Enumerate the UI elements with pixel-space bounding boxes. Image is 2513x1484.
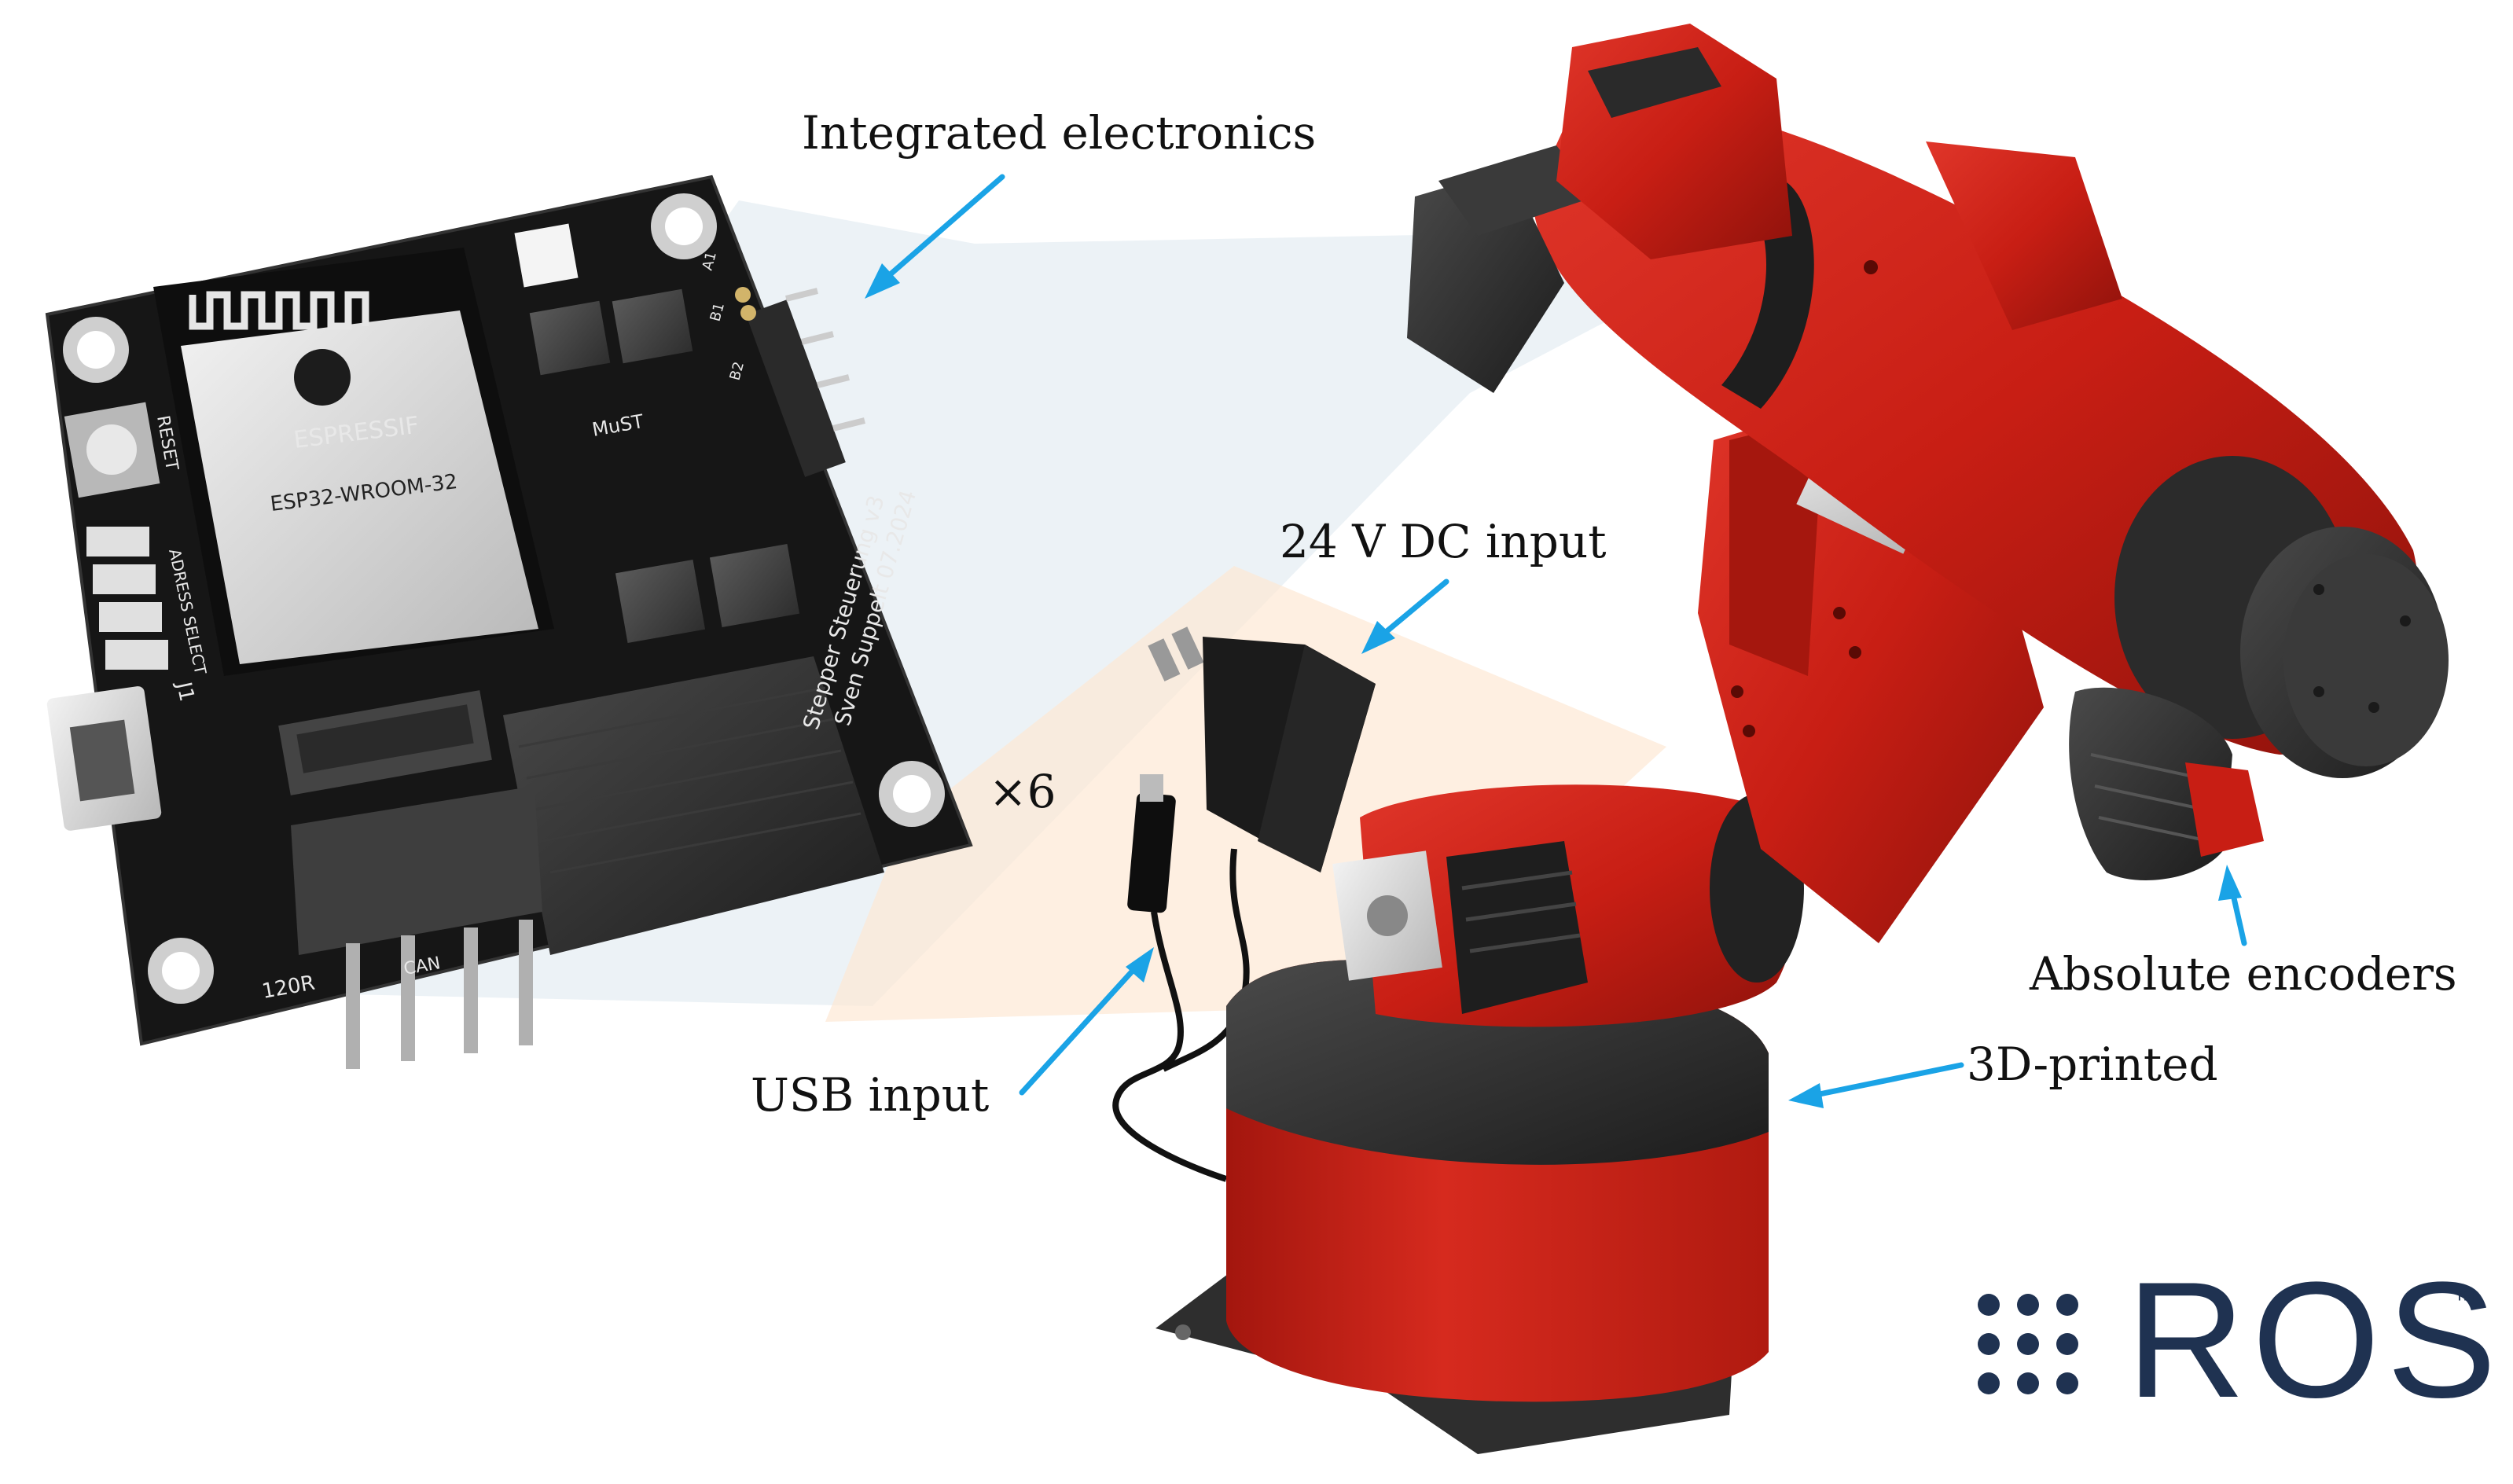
arrow-usb-input bbox=[1019, 960, 1143, 1096]
label-3d-printed: 3D-printed bbox=[1967, 1038, 2218, 1091]
ros-logo-text: ROS bbox=[2126, 1247, 2504, 1432]
callout-arrows bbox=[865, 174, 2247, 1108]
address-select-pads bbox=[86, 527, 168, 670]
can-connector bbox=[291, 786, 542, 1069]
label-multiplier: ×6 bbox=[989, 765, 1056, 818]
ros-logo-dots bbox=[1978, 1294, 2078, 1394]
arrow-3d-printed bbox=[1805, 1062, 1964, 1100]
driver-chip bbox=[612, 288, 693, 364]
driver-chip bbox=[615, 560, 706, 643]
usb-cable bbox=[1112, 774, 1228, 1182]
label-absolute-encoders: Absolute encoders bbox=[2030, 947, 2457, 1001]
label-dc-input: 24 V DC input bbox=[1280, 515, 1607, 568]
wrist-joint bbox=[2114, 456, 2449, 778]
robot-arm bbox=[1155, 24, 2449, 1454]
label-usb-input: USB input bbox=[751, 1068, 990, 1122]
driver-chip bbox=[529, 300, 611, 376]
label-integrated-electronics: Integrated electronics bbox=[802, 106, 1317, 160]
power-adapter bbox=[1148, 626, 1376, 1072]
absolute-encoder-housing bbox=[2069, 687, 2232, 880]
arrow-integrated-electronics bbox=[877, 174, 1005, 286]
forearm-motor bbox=[1407, 169, 1564, 393]
status-led bbox=[514, 223, 579, 288]
driver-chip bbox=[709, 544, 800, 627]
controller-board: ESPRESSIF ESP32-WROOM-32 MuST B1 B2 A1 R… bbox=[45, 174, 973, 1069]
pin-header bbox=[745, 288, 865, 477]
ros-logo-trademark: ™ bbox=[2454, 1287, 2476, 1312]
